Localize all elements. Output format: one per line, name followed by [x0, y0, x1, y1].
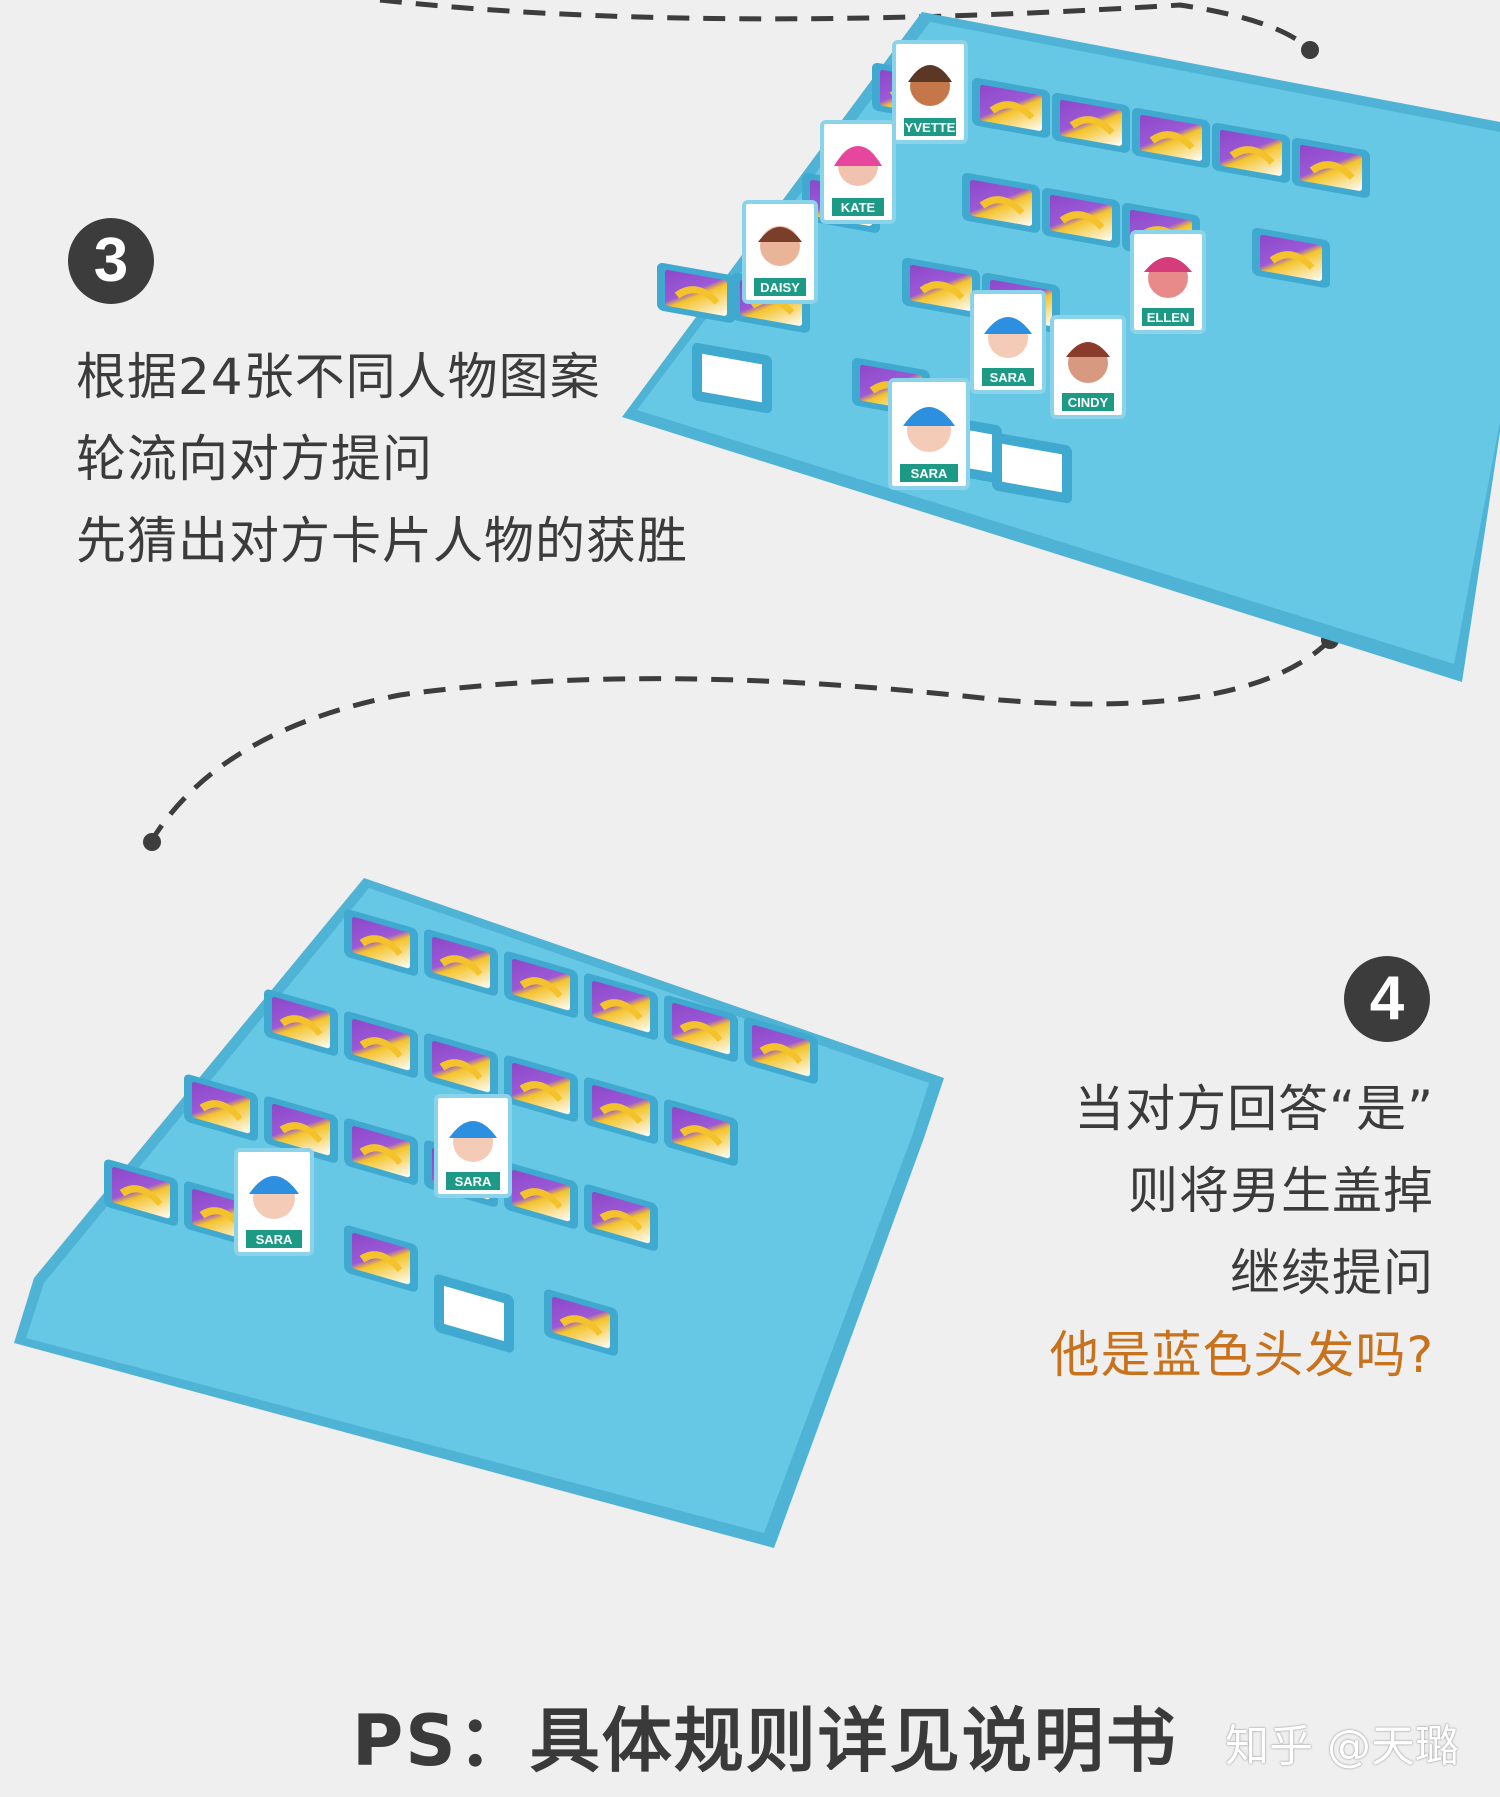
card-name: KATE: [841, 200, 876, 215]
game-board-bottom: SARA SARA: [14, 878, 944, 1548]
step-4-line-2: 则将男生盖掉: [1128, 1162, 1434, 1220]
step-3-line-3: 先猜出对方卡片人物的获胜: [76, 512, 688, 570]
card-name: SARA: [455, 1174, 492, 1189]
step-3-line-2: 轮流向对方提问: [76, 430, 433, 488]
game-board-top: YVETTE KATE DAISY ELLEN SARA: [622, 12, 1500, 682]
character-card: KATE: [820, 120, 896, 224]
bottom-board-card-backs: [104, 909, 818, 1356]
footer-note: PS：具体规则详见说明书: [352, 1700, 1178, 1782]
card-name: SARA: [256, 1232, 293, 1247]
step-4-badge: 4: [1344, 956, 1430, 1042]
character-card: CINDY: [1050, 315, 1126, 419]
card-name: ELLEN: [1147, 310, 1190, 325]
step-3-badge: 3: [68, 218, 154, 304]
character-card: YVETTE: [892, 40, 968, 144]
character-card: DAISY: [742, 200, 818, 304]
card-name: SARA: [990, 370, 1027, 385]
step-3-line-1: 根据24张不同人物图案: [76, 348, 601, 406]
character-card: SARA: [434, 1094, 512, 1198]
card-name: CINDY: [1068, 395, 1109, 410]
card-name: SARA: [911, 466, 948, 481]
character-card: ELLEN: [1130, 230, 1206, 334]
card-name: YVETTE: [905, 120, 956, 135]
bottom-board-empty-slot: [434, 1274, 514, 1353]
character-card: SARA: [888, 378, 970, 490]
top-board-character-cards: YVETTE KATE DAISY ELLEN SARA: [742, 40, 1206, 490]
step-4-question: 他是蓝色头发吗?: [1049, 1326, 1434, 1384]
card-name: DAISY: [760, 280, 800, 295]
character-card: SARA: [234, 1148, 314, 1256]
bottom-board-character-cards: SARA SARA: [234, 1094, 512, 1256]
step-4-line-3: 继续提问: [1230, 1244, 1434, 1302]
watermark: 知乎 @天璐: [1225, 1721, 1459, 1772]
step-4-line-1: 当对方回答“是”: [1074, 1080, 1434, 1138]
character-card: SARA: [970, 290, 1046, 394]
step-4-description: 当对方回答“是” 则将男生盖掉 继续提问 他是蓝色头发吗?: [874, 1068, 1434, 1396]
step-3-description: 根据24张不同人物图案 轮流向对方提问 先猜出对方卡片人物的获胜: [76, 336, 726, 582]
